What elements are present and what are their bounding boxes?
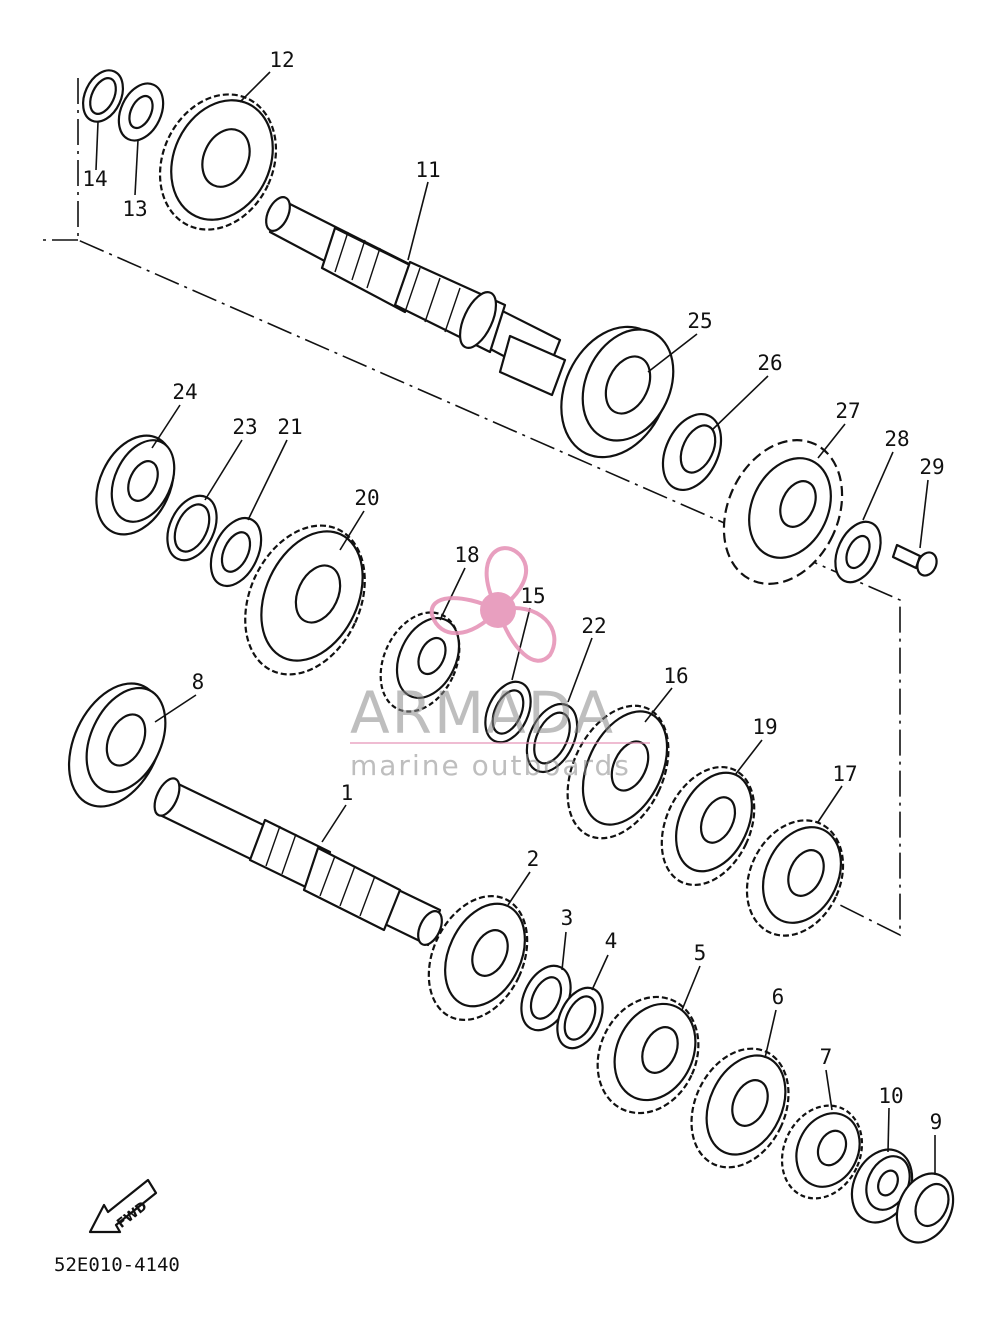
callout-26: 26 bbox=[757, 351, 782, 375]
part-26-oil-seal bbox=[661, 413, 723, 491]
part-13-washer bbox=[117, 82, 165, 142]
callout-20: 20 bbox=[354, 486, 379, 510]
callout-18: 18 bbox=[454, 543, 479, 567]
part-15-circlip bbox=[484, 680, 532, 744]
callout-11: 11 bbox=[415, 158, 440, 182]
part-12-gear bbox=[158, 93, 278, 231]
part-8-bearing bbox=[67, 682, 167, 808]
part-1-drive-axle bbox=[153, 777, 443, 947]
callout-labels: 1 2 3 4 5 6 7 8 9 10 11 12 13 14 15 16 1… bbox=[82, 48, 944, 1134]
callout-2: 2 bbox=[527, 847, 540, 871]
part-11-main-axle bbox=[265, 196, 567, 397]
assembly-outline bbox=[40, 78, 901, 937]
callout-19: 19 bbox=[752, 715, 777, 739]
callout-21: 21 bbox=[277, 415, 302, 439]
part-7-gear bbox=[780, 1104, 864, 1200]
callout-16: 16 bbox=[663, 664, 688, 688]
part-14-circlip bbox=[81, 69, 125, 123]
callout-12: 12 bbox=[269, 48, 294, 72]
callout-23: 23 bbox=[232, 415, 257, 439]
part-18-gear bbox=[379, 611, 461, 713]
part-21-washer bbox=[209, 516, 263, 588]
part-4-circlip bbox=[556, 986, 604, 1050]
drawing-code: 52E010-4140 bbox=[54, 1254, 180, 1276]
part-22-washer bbox=[525, 702, 579, 774]
callout-1: 1 bbox=[341, 781, 354, 805]
watermark-brand: ARMADA bbox=[350, 679, 615, 747]
callout-14: 14 bbox=[82, 167, 107, 191]
propeller-logo-icon bbox=[429, 546, 557, 663]
part-16-gear bbox=[566, 704, 670, 840]
part-3-washer bbox=[520, 964, 572, 1032]
armada-watermark: ARMADA marine outboards bbox=[350, 546, 650, 782]
part-5-gear bbox=[596, 995, 700, 1115]
callout-24: 24 bbox=[172, 380, 197, 404]
part-20-gear bbox=[244, 524, 366, 676]
part-10-bearing bbox=[850, 1148, 914, 1224]
callout-4: 4 bbox=[605, 929, 618, 953]
callout-27: 27 bbox=[835, 399, 860, 423]
fwd-arrow-icon: FWD bbox=[88, 1178, 158, 1234]
part-2-gear bbox=[427, 894, 529, 1022]
callout-3: 3 bbox=[561, 906, 574, 930]
callout-6: 6 bbox=[772, 985, 785, 1009]
callout-25: 25 bbox=[687, 309, 712, 333]
callout-13: 13 bbox=[122, 197, 147, 221]
callout-29: 29 bbox=[919, 455, 944, 479]
part-17-gear bbox=[745, 819, 845, 937]
part-29-bolt bbox=[891, 543, 938, 577]
part-24-bearing bbox=[95, 434, 176, 536]
part-19-gear bbox=[660, 765, 756, 887]
callout-17: 17 bbox=[832, 762, 857, 786]
part-6-gear bbox=[690, 1047, 790, 1169]
watermark-tagline: marine outboards bbox=[350, 749, 631, 782]
callout-9: 9 bbox=[930, 1110, 943, 1134]
part-23-circlip bbox=[166, 494, 218, 562]
part-28-lock-washer bbox=[834, 520, 882, 584]
callout-15: 15 bbox=[520, 584, 545, 608]
callout-7: 7 bbox=[820, 1045, 833, 1069]
callout-22: 22 bbox=[581, 614, 606, 638]
callout-10: 10 bbox=[878, 1084, 903, 1108]
leader-lines bbox=[95, 71, 936, 1175]
callout-8: 8 bbox=[192, 670, 205, 694]
part-25-bearing bbox=[560, 325, 675, 459]
callout-5: 5 bbox=[694, 941, 707, 965]
callout-28: 28 bbox=[884, 427, 909, 451]
part-9-oil-seal bbox=[895, 1172, 955, 1244]
part-27-sprocket bbox=[722, 439, 844, 585]
